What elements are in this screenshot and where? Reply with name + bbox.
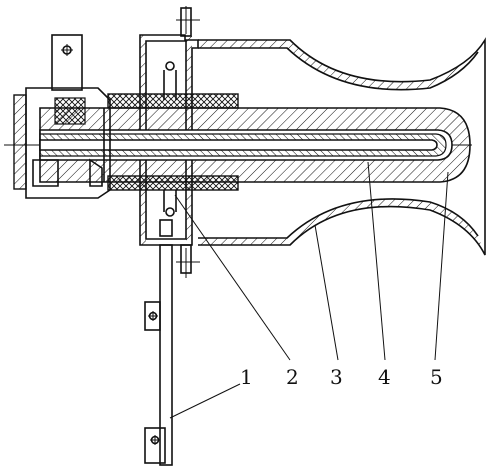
callout-5: 5 <box>430 365 443 389</box>
top-mount-tab <box>51 34 83 91</box>
horn-casing <box>198 37 486 256</box>
leader-lines <box>169 161 449 419</box>
callout-4: 4 <box>378 365 391 389</box>
support-bracket <box>144 244 173 466</box>
electrode-body <box>39 107 471 183</box>
callout-3: 3 <box>330 365 343 389</box>
left-connector <box>13 87 111 199</box>
callout-1: 1 <box>240 365 253 389</box>
callout-2: 2 <box>286 365 299 389</box>
